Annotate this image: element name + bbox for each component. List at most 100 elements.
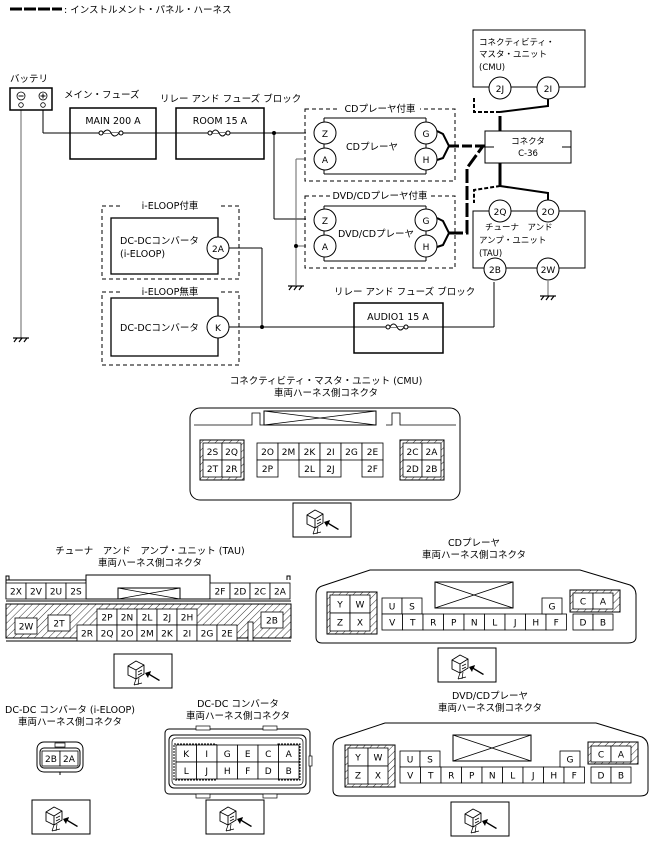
- pin-cell: 2E: [216, 624, 238, 642]
- pin-label: J: [204, 767, 208, 777]
- pin-cell: S: [419, 750, 441, 768]
- pin-label: 2F: [215, 588, 226, 598]
- pin-cell: 2D: [402, 459, 423, 478]
- pin-h: H: [423, 156, 430, 166]
- fuse-icon: [102, 129, 120, 137]
- pin-label: 2A: [426, 448, 439, 458]
- pin-label: 2F: [367, 465, 378, 475]
- legend: : インストルメント・パネル・ハーネス: [10, 5, 232, 16]
- pin-label: 2T: [207, 465, 219, 475]
- fuse-icon: [211, 129, 227, 137]
- pin-label: L: [492, 619, 497, 629]
- pin-k: K: [215, 324, 222, 334]
- pin-label: W: [374, 754, 383, 764]
- pin-2i: 2I: [544, 85, 552, 95]
- pin-cell: A: [610, 745, 632, 763]
- pin-label: 2P: [101, 614, 113, 624]
- pin-cell: J: [522, 766, 544, 784]
- pin-cell: 2C: [402, 442, 423, 461]
- cd-player-label: CDプレーヤ: [346, 142, 398, 153]
- pin-label: J: [531, 772, 535, 782]
- pin-cell: B: [610, 766, 632, 784]
- junction-dot: [272, 131, 276, 135]
- pin-cell: H: [216, 761, 238, 780]
- tau-label-1: チューナ アンド: [485, 223, 553, 233]
- pin-label: 2X: [10, 588, 22, 598]
- pin-cell: 2A: [269, 582, 291, 600]
- pin-cell: 2D: [229, 582, 251, 600]
- pin-cell: U: [399, 750, 421, 768]
- tau-label-2: アンプ・ユニット: [479, 236, 546, 246]
- pin-label: 2C: [406, 448, 418, 458]
- pin-cell: 2I: [319, 442, 342, 461]
- pin-cell: D: [257, 761, 279, 780]
- pin-cell: G: [541, 597, 563, 615]
- negative-terminal-icon: [16, 91, 26, 101]
- ground-icon: [288, 285, 304, 291]
- junction-dot: [260, 325, 264, 329]
- pin-label: B: [286, 767, 292, 777]
- connector-title: チューナ アンド アンプ・ユニット (TAU): [55, 546, 244, 557]
- pin-label: 2O: [121, 630, 134, 640]
- pin-z: Z: [322, 217, 328, 227]
- pin-cell: R: [422, 613, 444, 631]
- pin-label: 2M: [282, 448, 296, 458]
- pin-label: 2E: [367, 448, 379, 458]
- pin-label: 2A: [63, 755, 76, 765]
- pin-label: 2E: [221, 630, 233, 640]
- pin-label: 2D: [234, 588, 247, 598]
- pin-cell: E: [237, 744, 259, 763]
- pin-label: 2P: [262, 465, 274, 475]
- dvd-player-group: DVD/CDプレーヤ付車 DVD/CDプレーヤ Z A G H: [304, 190, 456, 269]
- pin-label: A: [286, 750, 293, 760]
- pin-label: 2G: [345, 448, 358, 458]
- pin-label: 2W: [19, 623, 34, 633]
- main-fuse: メイン・フューズ MAIN 200 A: [64, 89, 157, 160]
- pin-label: 2J: [326, 465, 334, 475]
- pin-label: 2L: [142, 614, 153, 624]
- pin-label: 2V: [30, 588, 43, 598]
- dcdc-group: i-ELOOP無車 DC-DCコンバータ K: [101, 286, 240, 366]
- pin-z: Z: [322, 130, 328, 140]
- pin-cell: 2P: [96, 608, 118, 626]
- connector-title: DC-DC コンバータ: [197, 699, 279, 710]
- room-fuse-name: ROOM 15 A: [193, 116, 248, 127]
- pin-cell: D: [572, 613, 594, 631]
- cd-group-caption: CDプレーヤ付車: [345, 103, 416, 115]
- battery: バッテリ: [9, 74, 53, 111]
- pin-label: C: [598, 751, 604, 761]
- pin-label: F: [554, 619, 559, 629]
- pin-g: G: [423, 130, 430, 140]
- pin-cell: T: [402, 613, 424, 631]
- pin-label: 2A: [274, 588, 287, 598]
- pin-cell: 2I: [176, 624, 198, 642]
- pin-cell: 2W: [14, 617, 38, 635]
- dcdc-label: DC-DCコンバータ: [120, 236, 199, 247]
- pin-cell: A: [592, 592, 614, 610]
- pin-label: J: [513, 619, 517, 629]
- pin-cell: X: [367, 765, 389, 785]
- pin-cell: 2G: [196, 624, 218, 642]
- pin-label: D: [598, 772, 605, 782]
- pin-label: 2H: [181, 614, 194, 624]
- pin-cell: 2J: [319, 459, 342, 478]
- connector-title: DVD/CDプレーヤ: [452, 691, 528, 702]
- pin-label: K: [183, 750, 190, 760]
- pin-cell: D: [590, 766, 612, 784]
- pin-label: 2K: [161, 630, 174, 640]
- main-fuse-name: MAIN 200 A: [85, 116, 141, 127]
- connector-subtitle: 車両ハーネス側コネクタ: [18, 716, 122, 728]
- pin-cell: 2S: [202, 442, 223, 461]
- pin-label: S: [427, 756, 433, 766]
- pin-cell: G: [216, 744, 238, 763]
- pin-cell: Y: [347, 747, 369, 767]
- pin-cell: 2M: [277, 442, 300, 461]
- pin-cell: 2B: [260, 611, 284, 629]
- pin-cell: A: [278, 744, 300, 763]
- pin-cell: C: [257, 744, 279, 763]
- battery-label: バッテリ: [10, 74, 48, 85]
- pin-cell: 2K: [298, 442, 321, 461]
- pin-2a: 2A: [212, 245, 225, 255]
- pin-cell: C: [572, 592, 594, 610]
